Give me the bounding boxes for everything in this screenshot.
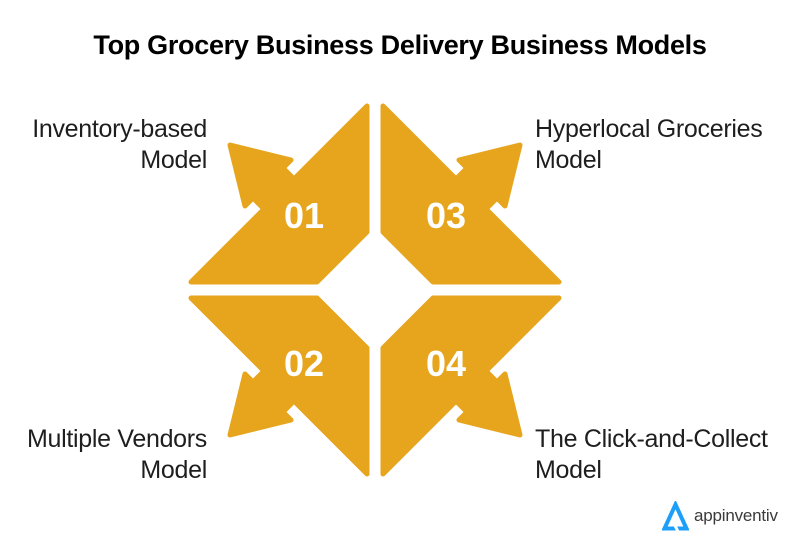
step-number-02: 02 (283, 343, 325, 384)
label-line: Hyperlocal Groceries (535, 115, 763, 143)
step-number-03: 03 (425, 195, 467, 236)
label-line: Multiple Vendors (26, 425, 207, 453)
label-line: The Click-and-Collect (535, 425, 768, 453)
label-click-and-collect-model: The Click-and-Collect Model (535, 424, 768, 486)
page-title: Top Grocery Business Delivery Business M… (93, 30, 707, 60)
appinventiv-logo: appinventiv (662, 500, 778, 532)
arrow-top-left-icon (188, 103, 370, 285)
step-number-01: 01 (283, 195, 325, 236)
label-line: Model (140, 146, 207, 174)
label-line: Model (140, 456, 207, 484)
arrow-bottom-right-icon (380, 295, 562, 477)
label-hyperlocal-groceries-model: Hyperlocal Groceries Model (535, 114, 763, 176)
label-inventory-based-model: Inventory-based Model (32, 114, 207, 176)
label-line: Inventory-based (32, 115, 207, 143)
step-number-04: 04 (425, 343, 467, 384)
arrow-bottom-left-icon (188, 295, 370, 477)
label-line: Model (535, 146, 602, 174)
label-line: Model (535, 456, 602, 484)
brand-name: appinventiv (694, 505, 778, 525)
arrow-top-right-icon (380, 103, 562, 285)
label-multiple-vendors-model: Multiple Vendors Model (27, 424, 207, 486)
appinventiv-logo-icon (662, 501, 689, 531)
